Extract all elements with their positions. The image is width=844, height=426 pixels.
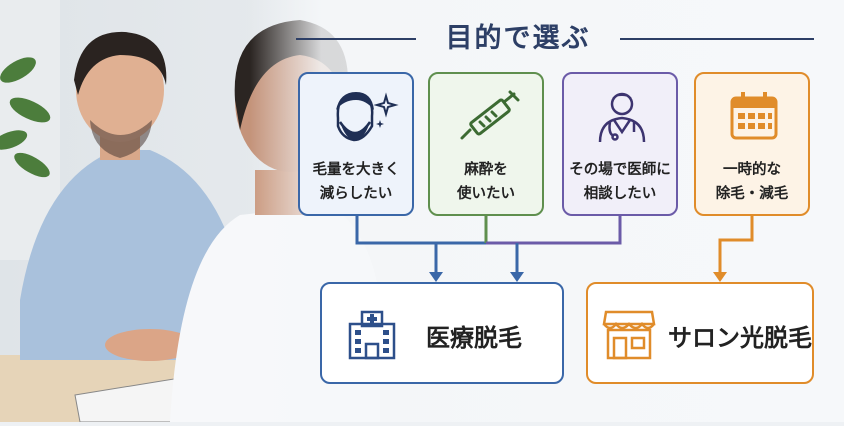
arrow-head-orange [713,272,727,282]
result-label: 医療脱毛 [426,324,522,352]
result-label: サロン光脱毛 [668,324,812,352]
title-rule-left [296,38,416,40]
card-reduce-hair: 毛量を大きく 減らしたい [298,72,414,216]
card-temporary: 一時的な 除毛・減毛 [694,72,810,216]
card-consult: その場で医師に 相談したい [562,72,678,216]
calendar-icon [696,88,808,144]
card-label: 毛量を大きく 減らしたい [312,162,400,202]
storefront-icon [602,308,656,364]
doctor-icon [564,88,676,144]
card-label: 一時的な 除毛・減毛 [715,162,789,202]
arrow-head-left [429,272,443,282]
syringe-icon [430,88,542,144]
hospital-icon [344,306,400,366]
connector-purple [486,216,622,245]
card-anesthesia: 麻酔を 使いたい [428,72,544,216]
connector-blue [355,216,488,245]
card-label: 麻酔を 使いたい [457,162,515,202]
bearded-face-sparkle-icon [300,88,412,144]
title-rule-right [620,38,814,40]
connector-orange [718,216,754,274]
arrow-head-right [510,272,524,282]
result-medical: 医療脱毛 [320,282,564,384]
result-salon: サロン光脱毛 [586,282,814,384]
page-title: 目的で選ぶ [445,23,591,54]
card-label: その場で医師に 相談したい [569,162,671,202]
